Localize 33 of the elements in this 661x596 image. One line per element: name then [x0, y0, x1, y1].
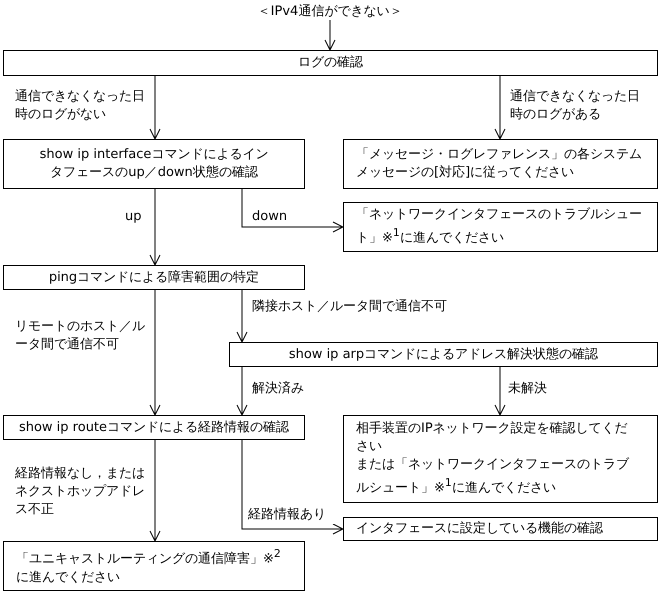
process-box — [343, 517, 658, 541]
arrow — [324, 20, 336, 50]
process-box — [3, 415, 305, 440]
arrow — [494, 366, 506, 416]
box-text: show ip interfaceコマンドによるインタフェースのup／down状態の確認 — [38, 146, 270, 182]
process-box — [229, 342, 658, 367]
arrow — [150, 76, 160, 140]
arrow — [236, 366, 248, 416]
process-box — [343, 415, 658, 503]
box-text: 「ネットワークインタフェースのトラブルシュート」※$^{1}$に進んでください — [356, 206, 643, 248]
box-text: pingコマンドによる障害範囲の特定 — [48, 268, 260, 286]
arrow — [242, 188, 344, 232]
start-label: ＜IPv4通信ができない＞ — [256, 3, 404, 21]
box-text: 「ユニキャストルーティングの通信障害」※$^{2}$に進んでください — [16, 546, 282, 587]
process-box — [3, 50, 658, 76]
box-text: 相手装置のIPネットワーク設定を確認してください — [356, 420, 629, 456]
arrow — [494, 76, 506, 140]
box-text: または「ネットワークインタフェースのトラブルシュート」※$^{1}$に進んでください — [356, 456, 630, 498]
arrow — [150, 188, 160, 266]
arrow — [242, 440, 344, 534]
arrow — [236, 290, 248, 342]
box-text: 「メッセージ・ログレファレンス」の各システムメッセージの[対応]に従ってください — [356, 146, 643, 182]
process-box — [3, 139, 305, 189]
arrow — [150, 290, 160, 416]
box-text: ログの確認 — [297, 54, 364, 72]
box-text: show ip routeコマンドによる経路情報の確認 — [18, 418, 290, 436]
box-text: show ip arpコマンドによるアドレス解決状態の確認 — [288, 346, 600, 364]
process-box — [3, 265, 305, 290]
process-box — [3, 541, 305, 591]
box-text: インタフェースに設定している機能の確認 — [356, 520, 604, 538]
arrow — [150, 440, 160, 542]
process-box — [343, 139, 658, 189]
process-box — [343, 202, 658, 252]
